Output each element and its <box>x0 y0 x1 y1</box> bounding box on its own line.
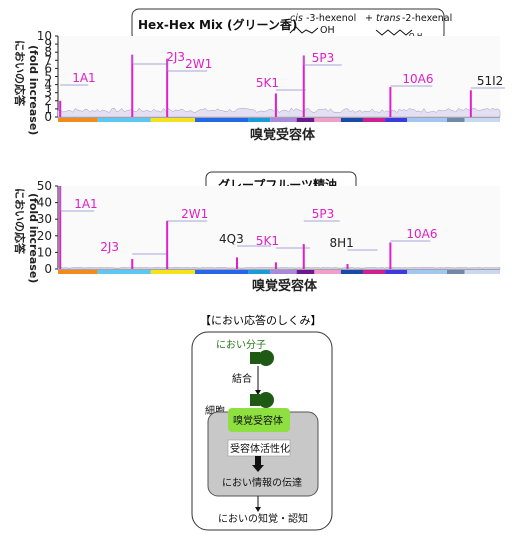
y-tick-label: 20 <box>37 229 52 243</box>
diagram-title: 【におい応答のしくみ】 <box>200 313 321 327</box>
receptor-family-strip <box>248 270 271 274</box>
receptor-family-strip <box>314 118 341 122</box>
receptor-family-strip <box>407 270 447 274</box>
receptor-family-strip <box>296 118 315 122</box>
receptor-label-2J3: 2J3 <box>100 240 119 254</box>
receptor-label-10A6: 10A6 <box>406 227 437 241</box>
receptor-family-strip <box>195 118 249 122</box>
y-axis-label-jp: においの応答 <box>13 188 27 255</box>
odor-molecule-icon <box>250 350 274 366</box>
receptor-family-strip <box>446 270 465 274</box>
receptor-label: 嗅覚受容体 <box>233 414 283 427</box>
receptor-family-strip <box>58 118 98 122</box>
y-tick-label: 2 <box>44 94 52 108</box>
y-tick-label: 30 <box>37 212 52 226</box>
chem-a-suffix: -3-hexenol <box>306 13 356 24</box>
marks: 1A1 2J3 2W1 4Q3 5K1 5P3 8H1 10A6 <box>57 186 501 274</box>
y-tick-label: 6 <box>44 61 52 75</box>
receptor-family-strip <box>150 118 196 122</box>
activation-label: 受容体活性化 <box>230 442 290 455</box>
chart-panel-grapefruit: グレープフルーツ精油 においの応答 (fold increase) 010203… <box>13 171 501 294</box>
receptor-family-strip <box>150 270 196 274</box>
receptor-family-strip <box>362 118 386 122</box>
receptor-label-2W1: 2W1 <box>185 57 212 71</box>
y-axis-label-en: (fold increase) <box>27 45 40 135</box>
chem-b-prefix: trans <box>376 13 400 24</box>
y-tick-label: 0 <box>44 110 52 124</box>
trans-hexenal-structure <box>375 29 413 36</box>
receptor-family-strip <box>464 118 500 122</box>
receptor-label-5K1: 5K1 <box>256 76 279 90</box>
receptor-label-5P3: 5P3 <box>312 51 335 65</box>
chart-title: Hex-Hex Mix (グリーン香) <box>138 17 297 32</box>
x-axis-label: 嗅覚受容体 <box>252 278 318 294</box>
binding-arrowhead <box>255 390 261 395</box>
receptor-label-1A1: 1A1 <box>74 197 97 211</box>
transmission-label: におい情報の伝達 <box>222 476 302 489</box>
receptor-label-8H1: 8H1 <box>330 236 354 250</box>
y-tick-label: 1 <box>44 102 52 116</box>
chem-plus: + <box>365 13 373 24</box>
receptor-family-strip <box>195 270 249 274</box>
receptor-label-10A6: 10A6 <box>402 72 433 86</box>
receptor-label-1A1: 1A1 <box>72 71 95 85</box>
y-tick-label: 50 <box>37 179 52 193</box>
odor-molecule-label: におい分子 <box>216 339 266 351</box>
perception-arrowhead <box>255 507 261 512</box>
mechanism-diagram: 【におい応答のしくみ】 におい分子 結合 細胞 嗅覚受容体 受容体活性化 におい… <box>191 313 333 531</box>
receptor-family-strip <box>385 118 408 122</box>
receptor-family-strip <box>270 270 297 274</box>
activation-arrow-body <box>255 456 261 466</box>
receptor-family-strip <box>314 270 341 274</box>
receptor-family-strip <box>340 118 363 122</box>
y-tick-label: 5 <box>44 70 52 84</box>
receptor-label-2W1: 2W1 <box>181 207 208 221</box>
receptor-family-strip <box>464 270 500 274</box>
receptor-label-4Q3: 4Q3 <box>219 232 244 246</box>
receptor-family-strip <box>270 118 297 122</box>
receptor-family-strip <box>446 118 465 122</box>
activation-arrowhead <box>252 465 264 472</box>
chem-a-prefix: cis <box>290 13 303 24</box>
y-tick-label: 3 <box>44 86 52 100</box>
y-axis-label-en: (fold increase) <box>27 193 40 283</box>
y-axis-label-jp: においの応答 <box>13 40 27 107</box>
bound-molecule-icon <box>250 392 274 408</box>
y-tick-label: 10 <box>37 29 52 43</box>
receptor-family-strip <box>248 118 271 122</box>
receptor-family-strip <box>385 270 408 274</box>
cis-hexenol-structure <box>289 26 319 34</box>
plot-area <box>58 186 500 269</box>
perception-label: においの知覚・認知 <box>218 512 308 525</box>
receptor-family-strip <box>340 270 363 274</box>
y-tick-label: 7 <box>44 53 52 67</box>
receptor-label-51I2: 51I2 <box>477 74 503 88</box>
y-tick-label: 9 <box>44 37 52 51</box>
chem-oh: OH <box>320 25 335 36</box>
chart-panel-hexhex: Hex-Hex Mix (グリーン香) cis -3-hexenol + tra… <box>13 8 505 143</box>
y-tick-label: 40 <box>37 196 52 210</box>
receptor-label-2J3: 2J3 <box>166 50 185 64</box>
receptor-family-strip <box>58 270 98 274</box>
x-axis-label: 嗅覚受容体 <box>250 127 316 143</box>
y-tick-label: 10 <box>37 245 52 259</box>
receptor-family-strip <box>362 270 386 274</box>
chem-b-suffix: -2-hexenal <box>402 13 452 24</box>
receptor-family-strip <box>97 118 151 122</box>
receptor-family-strip <box>296 270 315 274</box>
y-tick-label: 4 <box>44 78 52 92</box>
y-tick-label: 8 <box>44 45 52 59</box>
receptor-label-5K1: 5K1 <box>256 234 279 248</box>
binding-label: 結合 <box>232 372 252 385</box>
receptor-box <box>228 408 290 432</box>
axes: 0 10 20 30 40 50 <box>37 179 500 276</box>
receptor-family-strip <box>407 118 447 122</box>
receptor-family-strip <box>97 270 151 274</box>
receptor-label-5P3: 5P3 <box>312 207 335 221</box>
y-tick-label: 0 <box>44 262 52 276</box>
